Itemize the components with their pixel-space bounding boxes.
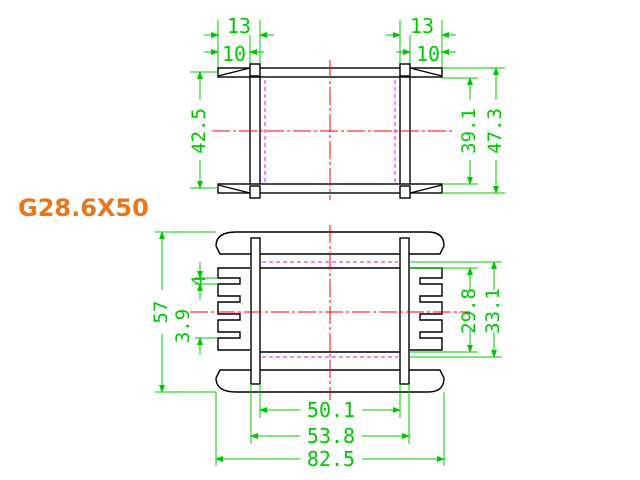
dim-front-inner-29-8: 29.8 [458, 288, 480, 334]
dim-top-inner-39-1: 39.1 [458, 108, 480, 154]
dim-front-height-57: 57 [150, 301, 172, 324]
dim-front-tab-4: 4 [188, 275, 210, 286]
dim-top-height-42-5: 42.5 [188, 108, 210, 154]
dim-front-pitch-3-9: 3.9 [172, 309, 194, 343]
dim-top-left-10: 10 [222, 42, 246, 66]
dim-front-inner-33-1: 33.1 [482, 288, 504, 334]
dim-front-width-50-1: 50.1 [307, 398, 355, 422]
dim-top-right-13: 13 [410, 14, 434, 38]
front-view: 57 4 3.9 29.8 33.1 50.1 53.8 82.5 [150, 225, 504, 471]
dim-top-left-13: 13 [227, 14, 251, 38]
dim-front-width-82-5: 82.5 [307, 447, 355, 471]
part-title: G28.6X50 [18, 194, 149, 222]
top-view: 13 10 13 10 42.5 39.1 47.3 [188, 14, 506, 200]
dim-top-outer-47-3: 47.3 [484, 108, 506, 154]
dim-front-width-53-8: 53.8 [307, 424, 355, 448]
dim-top-right-10: 10 [416, 42, 440, 66]
